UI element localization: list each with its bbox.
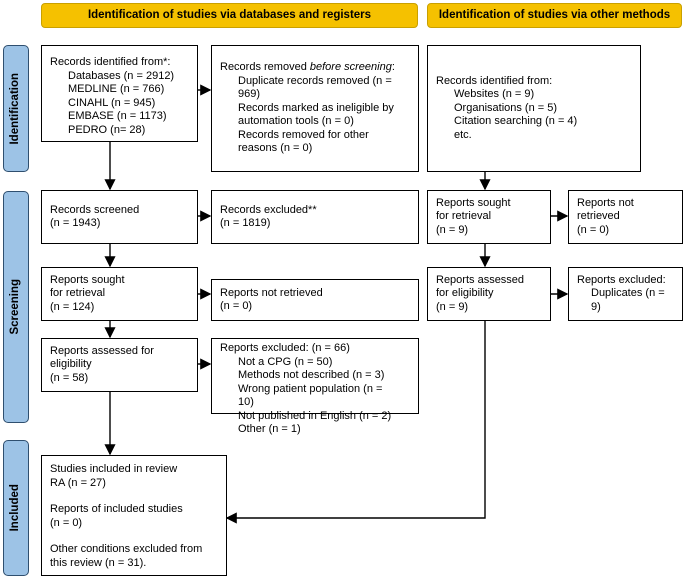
box-count: (n = 0)	[220, 300, 253, 312]
box-other-reports-sought: Reports sought for retrieval(n = 9)	[427, 190, 551, 244]
box-records-excluded: Records excluded**(n = 1819)	[211, 190, 419, 244]
list-item: Not a CPG (n = 50)	[238, 355, 333, 368]
list-item: Duplicate records removed (n = 969)	[238, 74, 392, 101]
stage-label: Identification	[9, 72, 22, 145]
stage-screening: Screening	[3, 191, 29, 423]
box-count: (n = 58)	[50, 371, 89, 384]
stage-label: Screening	[9, 279, 22, 335]
box-label: Reports assessed for eligibility	[50, 344, 154, 371]
box-other-reports-excluded: Reports excluded: Duplicates (n = 9)	[568, 267, 683, 321]
stage-label: Included	[9, 484, 22, 532]
list-item: Duplicates (n = 9)	[591, 287, 665, 313]
text-line: Other conditions excluded from this revi…	[50, 543, 203, 569]
box-label: Reports not retrieved	[220, 286, 323, 299]
stage-identification: Identification	[3, 45, 29, 172]
list-item: PEDRO (n= 28)	[68, 123, 146, 136]
box-reports-assessed: Reports assessed for eligibility(n = 58)	[41, 338, 198, 392]
stage-included: Included	[3, 440, 29, 576]
text-line: Studies included in review	[50, 463, 178, 475]
list-item: Other (n = 1)	[238, 423, 301, 435]
box-reports-not-retrieved: Reports not retrieved(n = 0)	[211, 279, 419, 321]
list-item: Organisations (n = 5)	[454, 101, 558, 114]
list-item: EMBASE (n = 1173)	[68, 110, 167, 122]
box-count: (n = 9)	[436, 300, 469, 313]
text-line: (n = 0)	[50, 516, 83, 529]
box-reports-sought: Reports sought for retrieval(n = 124)	[41, 267, 198, 321]
list-item: Databases (n = 2912)	[68, 69, 175, 82]
box-records-identified: Records identified from*: Databases (n =…	[41, 45, 198, 142]
list-item: Not published in English (n = 2)	[238, 409, 392, 422]
box-studies-included: Studies included in review RA (n = 27) R…	[41, 455, 227, 576]
box-count: (n = 1819)	[220, 217, 271, 229]
box-other-not-retrieved: Reports not retrieved(n = 0)	[568, 190, 683, 244]
text-line: Reports of included studies	[50, 503, 183, 515]
list-item: CINAHL (n = 945)	[68, 96, 156, 109]
list-item: Records removed for other reasons (n = 0…	[238, 128, 369, 155]
box-label: Reports sought for retrieval	[50, 273, 125, 300]
box-label: Records excluded**	[220, 203, 317, 216]
list-item: etc.	[454, 128, 472, 141]
box-other-records-identified: Records identified from: Websites (n = 9…	[427, 45, 641, 172]
box-label: Reports sought for retrieval	[436, 196, 511, 223]
list-item: MEDLINE (n = 766)	[68, 83, 165, 95]
box-records-removed: Records removed before screening: Duplic…	[211, 45, 419, 172]
header-databases: Identification of studies via databases …	[41, 3, 418, 28]
box-count: (n = 1943)	[50, 217, 101, 229]
box-title: Records identified from*:	[50, 56, 171, 68]
list-item: Websites (n = 9)	[454, 88, 535, 101]
text-line: RA (n = 27)	[50, 476, 106, 489]
list-item: Methods not described (n = 3)	[238, 369, 385, 381]
box-label: Reports assessed for eligibility	[436, 273, 525, 300]
box-reports-excluded: Reports excluded: (n = 66) Not a CPG (n …	[211, 338, 419, 435]
box-label: Records screened	[50, 203, 140, 216]
box-count: (n = 124)	[50, 300, 95, 313]
list-item: Citation searching (n = 4)	[454, 115, 578, 128]
box-title: Reports excluded: (n = 66)	[220, 342, 350, 354]
list-item: Wrong patient population (n = 10)	[238, 382, 383, 409]
arrow-other-assessed-to-included	[225, 320, 486, 524]
box-records-screened: Records screened(n = 1943)	[41, 190, 198, 244]
box-label: Reports not retrieved	[577, 196, 634, 223]
box-count: (n = 9)	[436, 223, 469, 236]
box-title: Reports excluded:	[577, 273, 666, 286]
header-other-methods: Identification of studies via other meth…	[427, 3, 682, 28]
list-item: Records marked as ineligible by automati…	[238, 101, 394, 128]
box-title: Records removed before screening:	[220, 61, 395, 74]
box-count: (n = 0)	[577, 223, 610, 236]
box-other-reports-assessed: Reports assessed for eligibility(n = 9)	[427, 267, 551, 321]
box-title: Records identified from:	[436, 74, 553, 87]
